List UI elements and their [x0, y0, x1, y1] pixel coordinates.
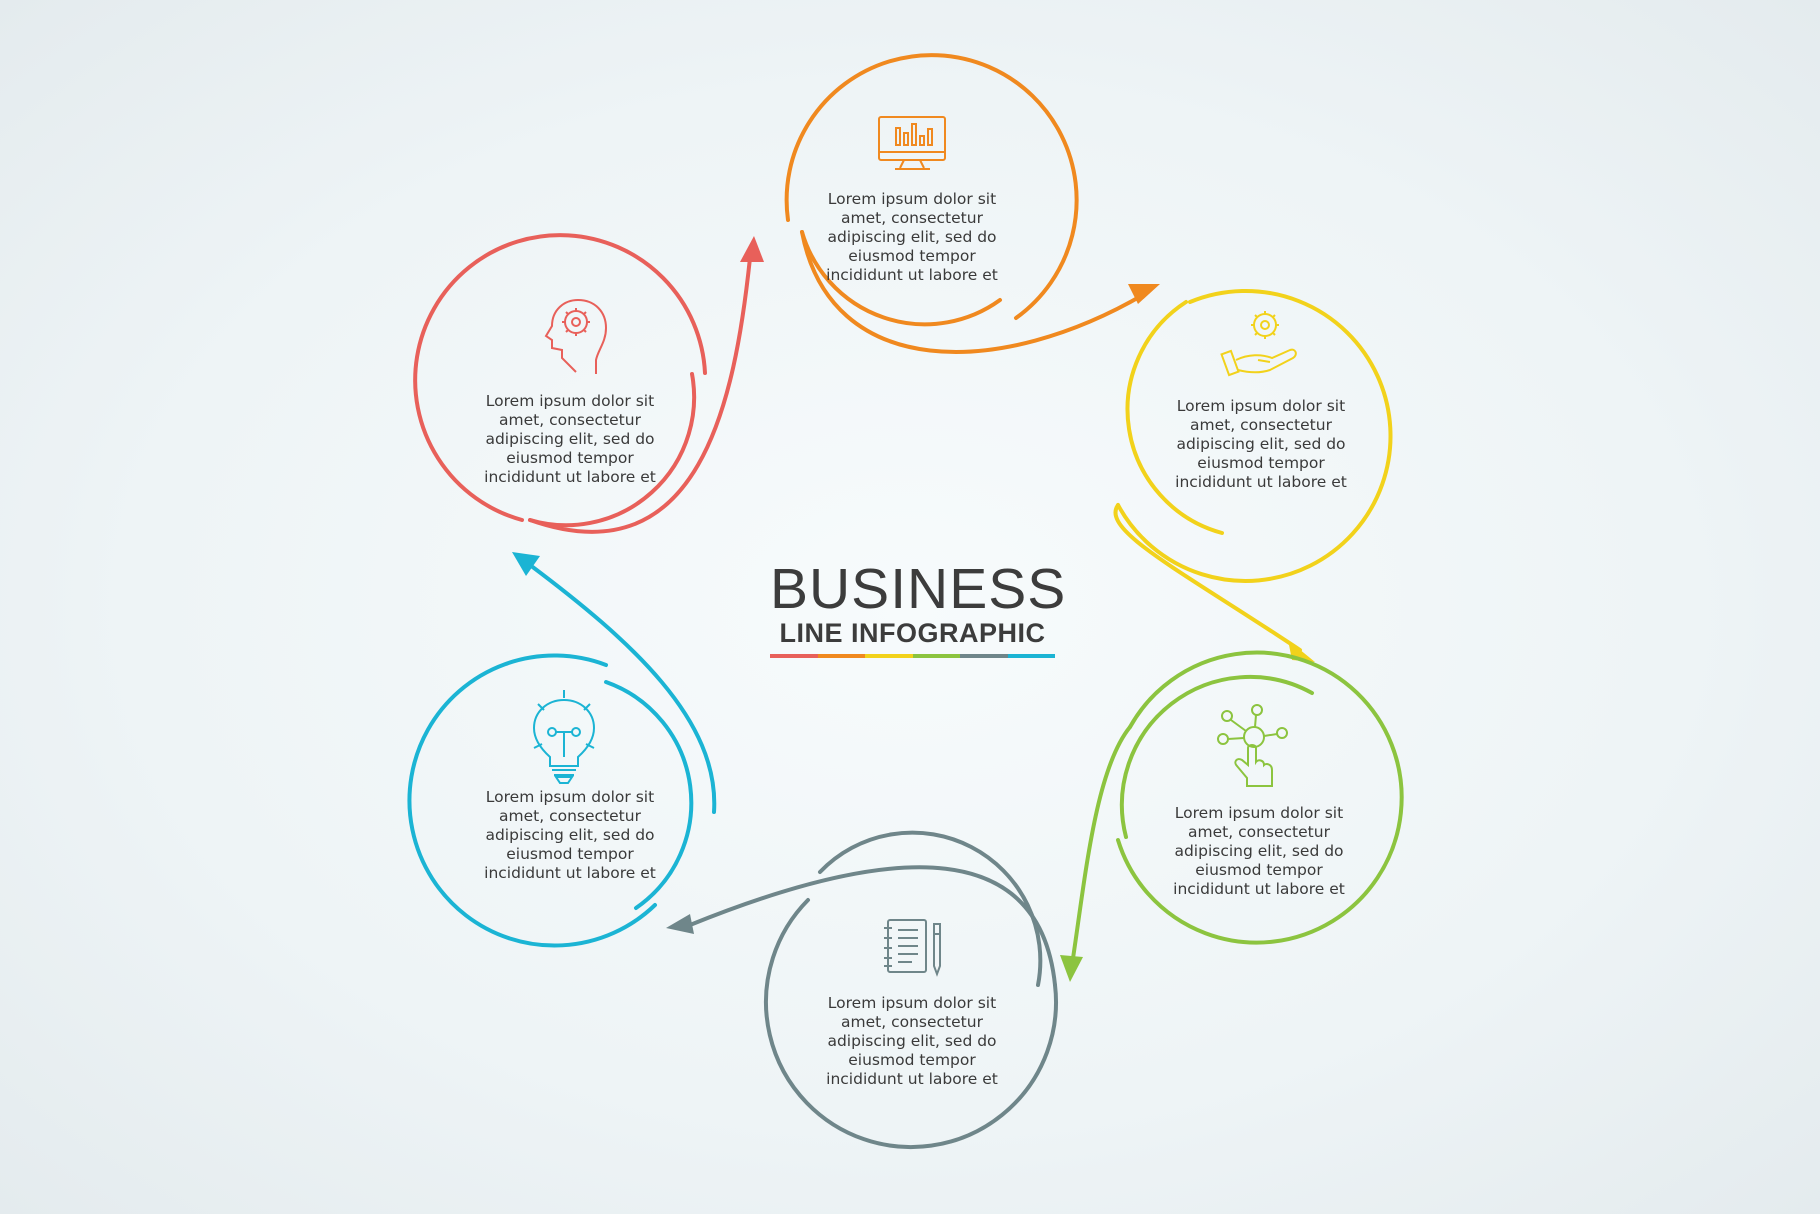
step-orange-text: Lorem ipsum dolor sit amet, consectetur …: [807, 190, 1017, 285]
step-text-line: eiusmod tempor: [848, 247, 976, 265]
color-bar-yellow: [865, 654, 913, 658]
step-text-line: Lorem ipsum dolor sit: [827, 190, 997, 208]
color-bar-orange: [817, 654, 865, 658]
step-gray-ring: [688, 830, 1058, 1150]
step-text-line: adipiscing elit, sed do: [1176, 435, 1346, 453]
step-text-line: adipiscing elit, sed do: [827, 228, 997, 246]
step-text-line: incididunt ut labore et: [1173, 880, 1345, 898]
step-text-line: Lorem ipsum dolor sit: [485, 392, 655, 410]
step-blue-text: Lorem ipsum dolor sit amet, consectetur …: [465, 788, 675, 883]
step-text-line: amet, consectetur: [841, 209, 983, 227]
color-bar-green: [912, 654, 960, 658]
step-orange-arrowhead: [1128, 284, 1160, 304]
head-gear-icon: [544, 298, 608, 374]
step-orange-ring: [784, 53, 1150, 354]
step-green-text: Lorem ipsum dolor sit amet, consectetur …: [1154, 804, 1364, 899]
title-main: BUSINESS: [770, 557, 1067, 621]
color-bar-gray: [960, 654, 1008, 658]
step-text-line: amet, consectetur: [499, 411, 641, 429]
step-text-line: incididunt ut labore et: [484, 468, 656, 486]
monitor-chart-icon: [878, 116, 946, 170]
step-gray-text: Lorem ipsum dolor sit amet, consectetur …: [807, 994, 1017, 1089]
step-text-line: incididunt ut labore et: [1175, 473, 1347, 491]
step-text-line: adipiscing elit, sed do: [827, 1032, 997, 1050]
step-text-line: amet, consectetur: [1190, 416, 1332, 434]
step-text-line: Lorem ipsum dolor sit: [1174, 804, 1344, 822]
step-text-line: incididunt ut labore et: [484, 864, 656, 882]
step-yellow-text: Lorem ipsum dolor sit amet, consectetur …: [1156, 397, 1366, 492]
step-green-ring: [1070, 650, 1404, 967]
center-title: BUSINESS LINE INFOGRAPHIC: [770, 557, 1067, 658]
step-red-ring: [413, 233, 752, 534]
step-text-line: incididunt ut labore et: [826, 1070, 998, 1088]
step-text-line: Lorem ipsum dolor sit: [827, 994, 997, 1012]
step-red-text: Lorem ipsum dolor sit amet, consectetur …: [465, 392, 675, 487]
title-color-bar: [770, 654, 1055, 658]
step-text-line: Lorem ipsum dolor sit: [485, 788, 655, 806]
step-text-line: eiusmod tempor: [506, 845, 634, 863]
step-red-arrowhead: [740, 236, 764, 262]
color-bar-red: [770, 654, 818, 658]
step-blue-arrowhead: [512, 552, 540, 576]
step-text-line: amet, consectetur: [499, 807, 641, 825]
step-text-line: eiusmod tempor: [506, 449, 634, 467]
title-subtitle: LINE INFOGRAPHIC: [779, 618, 1046, 648]
step-text-line: amet, consectetur: [1188, 823, 1330, 841]
step-text-line: eiusmod tempor: [1195, 861, 1323, 879]
step-text-line: incididunt ut labore et: [826, 266, 998, 284]
step-text-line: amet, consectetur: [841, 1013, 983, 1031]
step-text-line: adipiscing elit, sed do: [1174, 842, 1344, 860]
color-bar-blue: [1007, 654, 1055, 658]
step-green-arrowhead: [1060, 955, 1083, 982]
step-text-line: eiusmod tempor: [1197, 454, 1325, 472]
touch-network-icon: [1217, 704, 1288, 787]
step-blue-ring: [407, 563, 717, 948]
step-text-line: adipiscing elit, sed do: [485, 826, 655, 844]
step-text-line: Lorem ipsum dolor sit: [1176, 397, 1346, 415]
step-text-line: eiusmod tempor: [848, 1051, 976, 1069]
lightbulb-icon: [532, 690, 596, 784]
hand-gear-icon: [1220, 311, 1297, 377]
step-text-line: adipiscing elit, sed do: [485, 430, 655, 448]
step-yellow-ring: [1113, 288, 1393, 652]
notebook-pen-icon: [884, 919, 941, 977]
step-gray-arrowhead: [666, 914, 694, 934]
